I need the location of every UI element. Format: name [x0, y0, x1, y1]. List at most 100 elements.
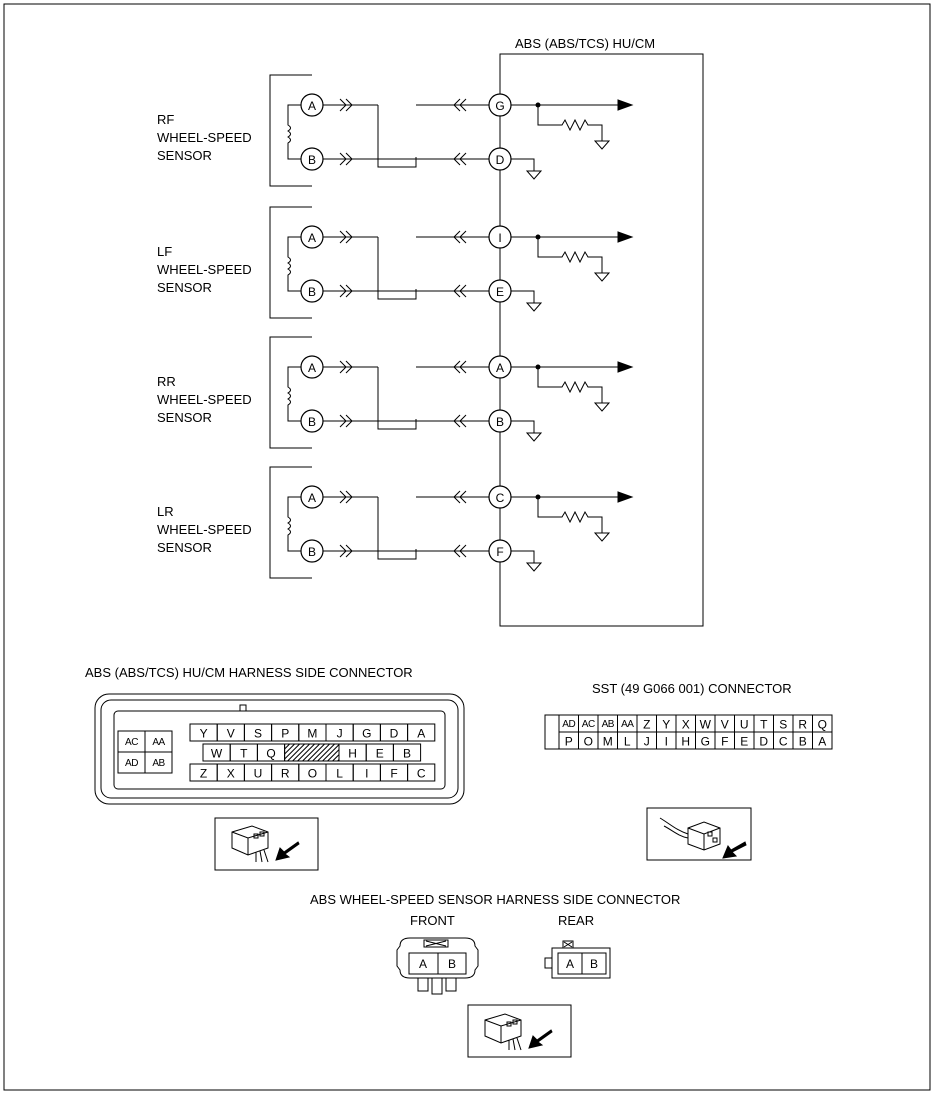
harness-cell [392, 743, 422, 762]
harness-side-connector: ABS (ABS/TCS) HU/CM HARNESS SIDE CONNECT… [85, 665, 465, 805]
sensor-pin-pin_a: A [308, 491, 316, 505]
sst-pin-label: U [740, 718, 749, 732]
sensor-pin-circle [300, 279, 324, 303]
ground-symbol [593, 402, 611, 412]
sst-pin-label: A [818, 735, 826, 749]
pull-resistor [537, 105, 603, 141]
sst-pin-label: T [760, 718, 768, 732]
signal-arrow [617, 361, 634, 373]
sst-pin-label: Z [643, 718, 650, 732]
harness-connector-title: ABS (ABS/TCS) HU/CM HARNESS SIDE CONNECT… [85, 665, 413, 680]
module-module_pin_signal: I [498, 231, 501, 245]
pull-resistor [537, 497, 603, 533]
sensor-pin-pin_a: A [308, 99, 316, 113]
sst-pin-label: B [799, 735, 807, 749]
harness-connector-key [239, 704, 247, 712]
rear-pin-a: A [566, 957, 574, 971]
sst-pin-label: P [565, 735, 573, 749]
harness-pin-label: L [336, 767, 343, 781]
harness-pin-label: I [365, 767, 368, 781]
wheel-connector-title: ABS WHEEL-SPEED SENSOR HARNESS SIDE CONN… [310, 892, 680, 907]
signal-arrow [617, 491, 634, 503]
harness-pin-label: T [240, 747, 248, 761]
sst-pin-label: Q [818, 718, 827, 732]
harness-pin-label: D [390, 727, 399, 741]
harness-pin-label: Q [266, 747, 275, 761]
module-module_pin_ground: B [496, 415, 504, 429]
harness-pin-label: B [403, 747, 411, 761]
sensor-pin-pin_a: A [308, 231, 316, 245]
module-module_pin_ground: D [496, 153, 505, 167]
sensor-box [269, 74, 312, 187]
rear-connector: A B [544, 940, 611, 979]
sensor-pin-circle [300, 355, 324, 379]
sensor-coil [287, 366, 312, 422]
rear-pin-b: B [590, 957, 598, 971]
harness-pin-label: H [348, 747, 357, 761]
sensor-pin-pin_b: B [308, 545, 316, 559]
sst-pin-label: X [682, 718, 690, 732]
sst-pin-label: R [798, 718, 807, 732]
harness-pin-label: G [362, 727, 371, 741]
harness-connector-outer [94, 693, 465, 805]
ground-symbol [525, 562, 543, 572]
sst-pin-label: M [603, 735, 613, 749]
sst-pin-label: O [584, 735, 593, 749]
sensor-pin-pin_b: B [308, 285, 316, 299]
harness-pin-label: Z [200, 767, 207, 781]
sst-pin-label: C [779, 735, 788, 749]
harness-cell [407, 723, 436, 742]
sensor-pin-pin_a: A [308, 361, 316, 375]
ground-symbol [593, 140, 611, 150]
sensor-pin-circle [300, 93, 324, 117]
harness-cell [144, 751, 173, 774]
harness-pin-label: J [337, 727, 343, 741]
harness-cell [407, 763, 436, 782]
ground-symbol [525, 302, 543, 312]
sensor-coil [287, 236, 312, 292]
module-module_pin_signal: A [496, 361, 504, 375]
sst-end-block [544, 714, 560, 750]
sst-pin-label: J [644, 735, 650, 749]
harness-pin-label: E [376, 747, 384, 761]
module-module_pin_signal: G [495, 99, 504, 113]
harness-pin-label: W [211, 747, 223, 761]
signal-arrow [617, 231, 634, 243]
harness-pin-label: AD [125, 758, 138, 769]
sensor-pin-pin_b: B [308, 415, 316, 429]
pull-resistor [537, 237, 603, 273]
sst-pin-label: G [701, 735, 710, 749]
harness-pin-label: AC [125, 737, 138, 748]
sensor-box [269, 466, 312, 579]
sst-pin-label: S [779, 718, 787, 732]
module-module_pin_ground: E [496, 285, 504, 299]
sensor-pin-circle [300, 409, 324, 433]
harness-pin-label: U [254, 767, 263, 781]
sst-pin-label: AA [621, 719, 634, 730]
wheel-connector-view-icon [467, 1004, 572, 1058]
sst-pin-label: L [624, 735, 631, 749]
sst-pin-label: V [721, 718, 729, 732]
harness-pin-label: Y [200, 727, 208, 741]
harness-pin-label: AA [152, 737, 165, 748]
signal-arrow [617, 99, 634, 111]
harness-pin-label: S [254, 727, 262, 741]
sensor-pin-circle [300, 225, 324, 249]
module-title: ABS (ABS/TCS) HU/CM [515, 36, 655, 51]
sst-pin-label: Y [662, 718, 670, 732]
harness-connector-body [113, 710, 446, 790]
sst-pin-label: D [759, 735, 768, 749]
front-pin-a: A [419, 957, 427, 971]
module-module_pin_signal: C [496, 491, 505, 505]
harness-pin-label: X [227, 767, 235, 781]
front-label: FRONT [410, 913, 455, 928]
